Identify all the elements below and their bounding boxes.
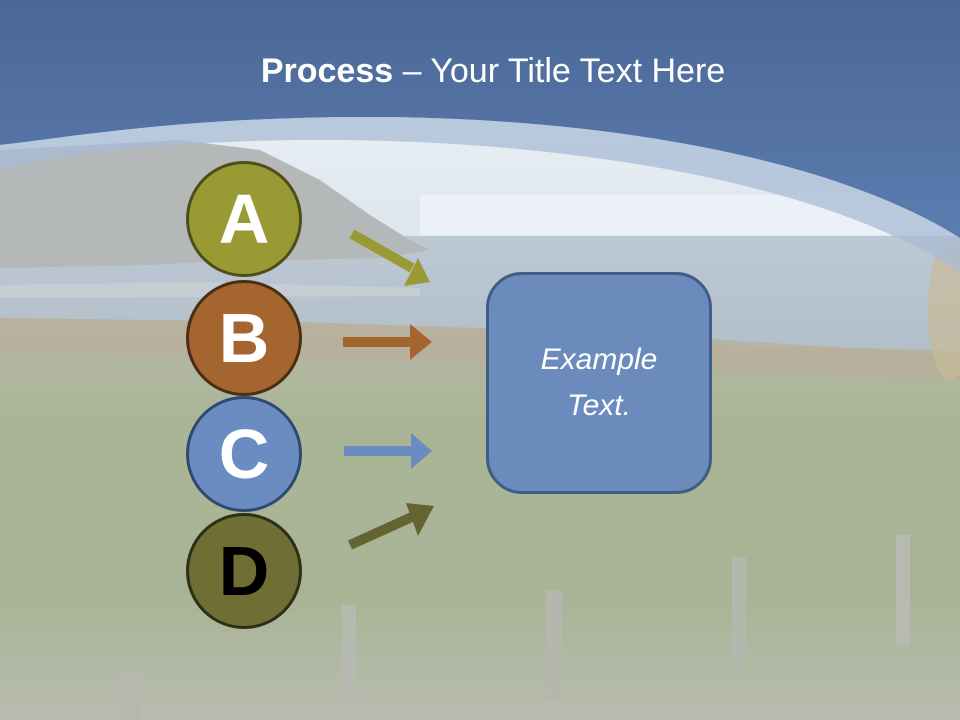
step-circle-d[interactable]: D — [186, 513, 302, 629]
step-letter-d: D — [218, 532, 270, 610]
example-text: Example Text. — [541, 337, 658, 429]
step-circle-b[interactable]: B — [186, 280, 302, 396]
slide-title: Process – Your Title Text Here — [0, 52, 960, 91]
step-circle-a[interactable]: A — [186, 161, 302, 277]
example-text-line1: Example — [540, 343, 658, 376]
example-text-box[interactable]: Example Text. — [486, 272, 712, 494]
step-letter-c: C — [218, 415, 270, 493]
step-letter-b: B — [218, 299, 270, 377]
example-text-line2: Text. — [567, 389, 631, 422]
step-letter-a: A — [218, 180, 270, 258]
step-circle-c[interactable]: C — [186, 396, 302, 512]
title-rest: – Your Title Text Here — [393, 52, 726, 90]
title-bold: Process — [260, 52, 394, 90]
